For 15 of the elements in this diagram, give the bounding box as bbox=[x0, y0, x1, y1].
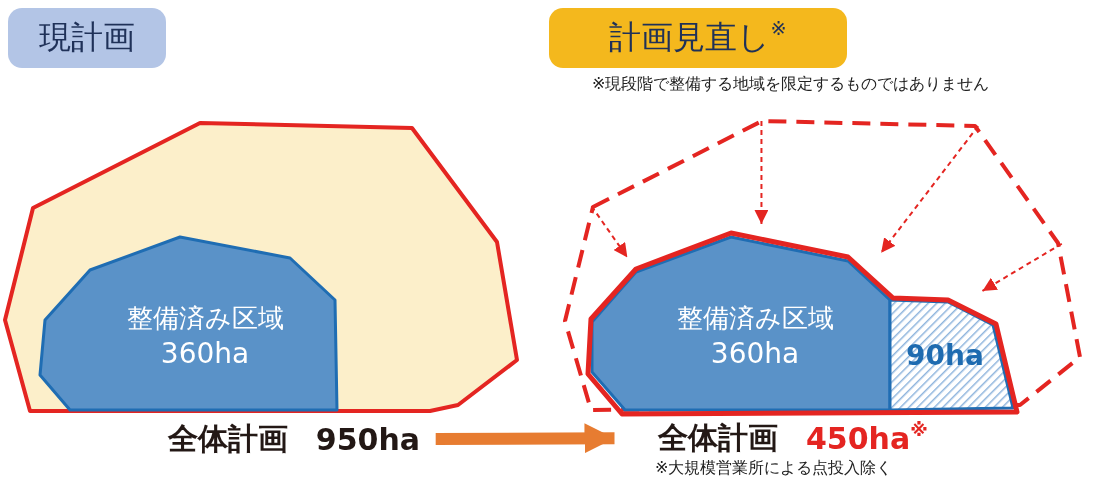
title-pill bbox=[549, 8, 847, 68]
total-area-value: 950ha bbox=[315, 421, 420, 457]
total-plan-text: 全体計画 bbox=[167, 419, 288, 458]
total-area-value: 450ha$^{※}$ bbox=[806, 420, 928, 456]
title-text: 現計画 bbox=[39, 17, 135, 58]
title-pill bbox=[8, 8, 166, 68]
area-value: 360ha bbox=[159, 336, 251, 372]
area-name: 整備済み区域 bbox=[675, 302, 835, 335]
total-plan-text: 全体計画 bbox=[658, 418, 778, 457]
title-text: 計画見直し$^{※}$ bbox=[609, 16, 787, 58]
area-name: 整備済み区域 bbox=[125, 302, 285, 335]
footnote: ※大規模営業所による点投入除く bbox=[655, 458, 893, 479]
footnote: ※現段階で整備する地域を限定するものではありません bbox=[592, 74, 990, 95]
area-value: 90ha bbox=[905, 338, 985, 374]
area-value: 360ha bbox=[709, 336, 801, 372]
